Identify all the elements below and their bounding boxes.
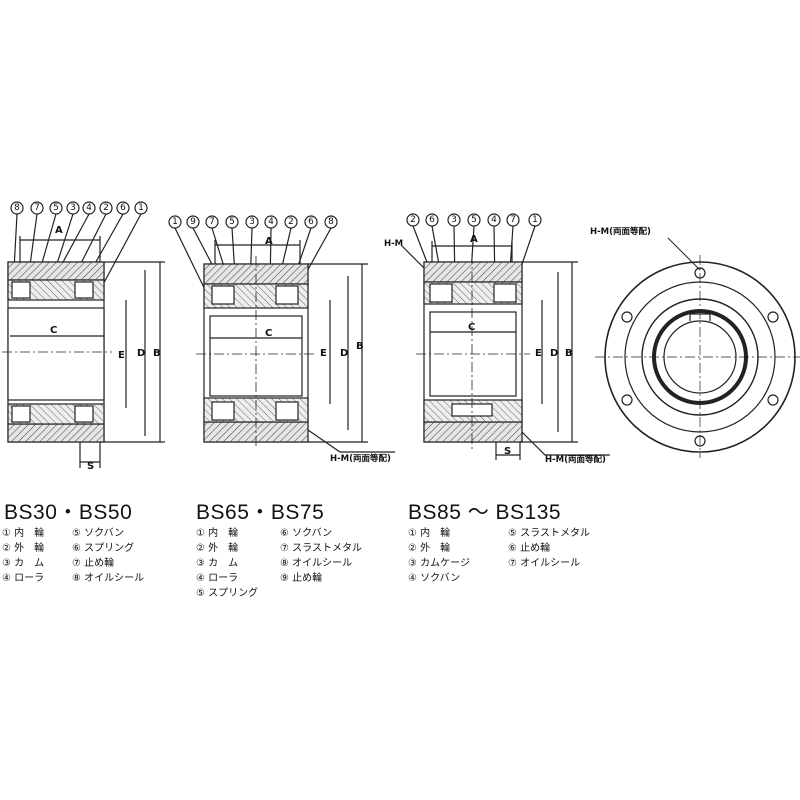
dim-a-1: A: [55, 225, 63, 236]
callout-3: 3: [70, 203, 76, 213]
dim-e-3: E: [535, 348, 542, 359]
legend-item: ④ ローラ: [2, 573, 45, 584]
dim-c-1: C: [50, 325, 57, 336]
callout-7: 7: [209, 217, 215, 227]
hm-label-3: H-M(両面等配): [545, 454, 606, 465]
callout-row: [168, 215, 338, 301]
legend-item: ⑧ オイルシール: [280, 558, 353, 569]
legend-item: ① 内 輪: [408, 528, 451, 539]
legend-item: ⑧ オイルシール: [72, 573, 145, 584]
callout-row: [10, 201, 148, 291]
series-title-bs85-bs135: BS85 ～ BS135: [408, 501, 562, 524]
legend-item: ④ ソクバン: [408, 573, 461, 584]
section-view-bs65-bs75: 1 9 7 5 3 4 2 6 8: [168, 215, 395, 453]
callout-6: 6: [308, 217, 314, 227]
hm-label-2: H-M(両面等配): [330, 453, 391, 464]
callout-8: 8: [14, 203, 20, 213]
callout-5: 5: [471, 215, 477, 225]
series-title-bs65-bs75: BS65・BS75: [196, 501, 325, 524]
legend-item: ⑥ スプリング: [72, 543, 135, 554]
front-view: [595, 237, 800, 458]
callout-2: 2: [288, 217, 294, 227]
callout-3: 3: [451, 215, 457, 225]
callout-6: 6: [429, 215, 435, 225]
callout-8: 8: [328, 217, 334, 227]
dim-b-3: B: [565, 348, 573, 359]
legend-item: ⑥ 止め輪: [508, 543, 551, 554]
legend-item: ② 外 輪: [2, 543, 45, 554]
callout-2: 2: [103, 203, 109, 213]
legend-item: ② 外 輪: [408, 543, 451, 554]
dim-d-2: D: [340, 348, 348, 359]
legend-item: ④ ローラ: [196, 573, 239, 584]
callout-1: 1: [138, 203, 144, 213]
legend-item: ② 外 輪: [196, 543, 239, 554]
legend-item: ③ カ ム: [196, 558, 239, 569]
callout-5: 5: [53, 203, 59, 213]
legend-item: ⑦ スラストメタル: [280, 543, 362, 554]
callout-7: 7: [34, 203, 40, 213]
parts-legend-bs30-bs50: ① 内 輪 ⑤ ソクバン ② 外 輪 ⑥ スプリング ③ カ ム ⑦ 止め輪 ④…: [2, 526, 172, 586]
callout-1: 1: [532, 215, 538, 225]
legend-item: ⑤ ソクバン: [72, 528, 125, 539]
callout-3: 3: [249, 217, 255, 227]
callout-2: 2: [410, 215, 416, 225]
legend-item: ① 内 輪: [196, 528, 239, 539]
dim-s-1: S: [87, 461, 94, 472]
legend-item: ⑤ スラストメタル: [508, 528, 590, 539]
legend-item: ③ カ ム: [2, 558, 45, 569]
dim-d-3: D: [550, 348, 558, 359]
dim-a-2: A: [265, 236, 273, 247]
legend-item: ③ カムケージ: [408, 558, 470, 569]
hm-left-label: H-M: [384, 239, 403, 249]
legend-item: ⑥ ソクバン: [280, 528, 333, 539]
legend-item: ① 内 輪: [2, 528, 45, 539]
callout-4: 4: [491, 215, 497, 225]
section-view-bs30-bs50: 8 7 5 3 4 2 6 1: [2, 201, 165, 468]
series-title-bs30-bs50: BS30・BS50: [4, 501, 133, 524]
legend-item: [508, 571, 628, 586]
dim-c-3: C: [468, 322, 475, 333]
legend-item: ⑦ オイルシール: [508, 558, 581, 569]
callout-1: 1: [172, 217, 178, 227]
callout-7: 7: [510, 215, 516, 225]
parts-legend-bs85-bs135: ① 内 輪 ⑤ スラストメタル ② 外 輪 ⑥ 止め輪 ③ カムケージ ⑦ オイ…: [408, 526, 628, 586]
dim-b-1: B: [153, 348, 161, 359]
callout-4: 4: [268, 217, 274, 227]
parts-legend-bs65-bs75: ① 内 輪 ⑥ ソクバン ② 外 輪 ⑦ スラストメタル ③ カ ム ⑧ オイル…: [196, 526, 400, 601]
dim-b-2: B: [356, 341, 364, 352]
dim-e-2: E: [320, 348, 327, 359]
dim-a-3: A: [470, 234, 478, 245]
legend-item: ⑤ スプリング: [196, 588, 259, 599]
callout-4: 4: [86, 203, 92, 213]
dim-s-3: S: [504, 446, 511, 457]
dim-c-2: C: [265, 328, 272, 339]
legend-item: ⑨ 止め輪: [280, 573, 323, 584]
legend-item: [280, 586, 400, 601]
callout-9: 9: [190, 217, 196, 227]
callout-5: 5: [229, 217, 235, 227]
legend-item: ⑦ 止め輪: [72, 558, 115, 569]
callout-6: 6: [120, 203, 126, 213]
dim-d-1: D: [137, 348, 145, 359]
section-view-bs85-bs135: 2 6 3 5 4 7 1: [401, 213, 610, 460]
dim-e-1: E: [118, 350, 125, 361]
front-hm-label: H-M(両面等配): [590, 226, 651, 237]
